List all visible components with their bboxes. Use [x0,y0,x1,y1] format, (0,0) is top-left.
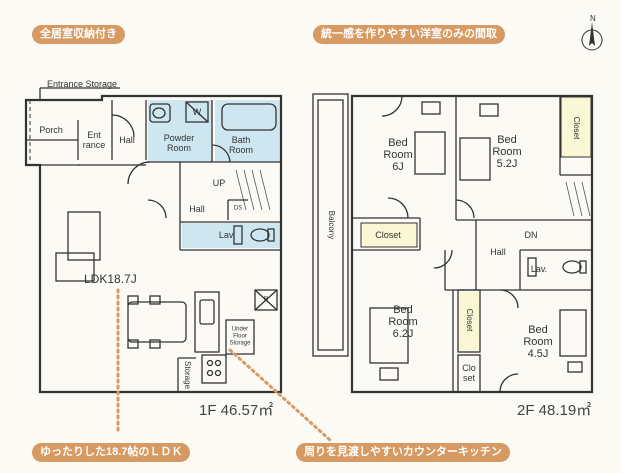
room-label-storage: Storage [183,360,192,390]
room-label-ds: DS [233,205,243,212]
compass-icon [581,22,603,51]
room-label-lav-1f: Lav. [218,230,236,240]
room-label-closet-vert: Closet [465,308,474,332]
feature-badge-ldk: ゆったりした18.7帖のＬＤＫ [32,443,191,462]
room-label-dn: DN [524,230,538,240]
room-label-lav-2f: Lav. [530,264,548,274]
room-label-porch: Porch [39,125,63,135]
room-label-closet-small: Clo set [462,363,476,383]
room-label-bed-6-2j: Bed Room 6.2J [388,304,418,340]
room-label-bed-5-2j: Bed Room 5.2J [492,134,522,170]
room-label-bed-4-5j: Bed Room 4.5J [523,324,553,360]
room-label-hall-1f-mid: Hall [189,204,205,214]
feature-badge-kitchen: 周りを見渡しやすいカウンターキッチン [296,443,510,462]
room-label-ldk: LDK18.7J [84,272,137,286]
room-label-w: W [192,107,202,117]
room-label-closet-mid: Closet [375,230,401,240]
room-label-hall-1f-top: Hall [119,135,135,145]
room-label-bath-room: Bath Room [228,135,254,155]
floor2-area: 2F 48.19㎡ [517,402,592,419]
room-label-bed-6j: Bed Room 6J [383,137,413,173]
floor1-area: 1F 46.57㎡ [199,402,274,419]
room-label-powder-room: Powder Room [163,133,195,153]
room-label-closet-top: Closet [572,116,581,140]
feature-badge-western-rooms: 統一感を作りやすい洋室のみの間取 [313,25,505,44]
room-label-refrigerator: R [263,296,269,303]
room-label-entrance-storage: Entrance Storage [46,79,118,89]
room-label-hall-2f: Hall [490,247,506,257]
room-label-up: UP [212,178,226,188]
room-label-under-floor-storage: Under Floor Storage [229,326,251,347]
compass-north-label: N [590,14,596,23]
feature-badge-storage: 全居室収納付き [32,25,125,44]
room-label-entrance: Ent rance [82,130,106,150]
room-label-balcony: Balcony [327,210,336,240]
